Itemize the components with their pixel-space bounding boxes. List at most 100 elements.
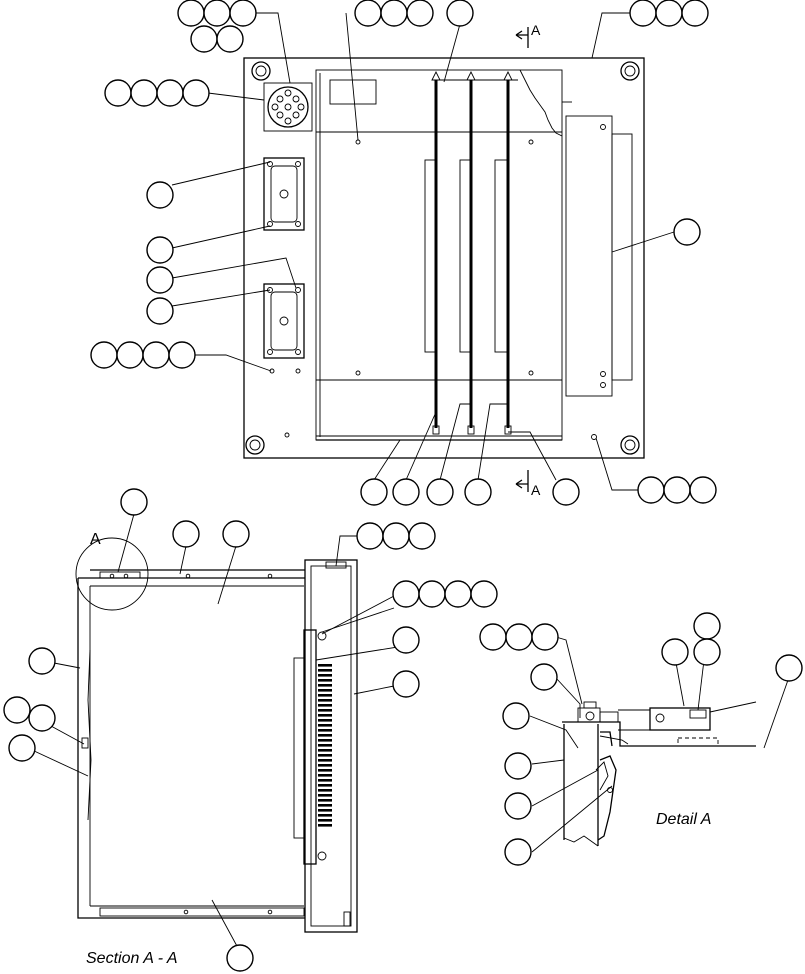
callout-balloon [146,266,174,294]
heat-sink-fin [318,799,332,802]
callout-balloon [681,0,709,27]
callout-balloon [406,0,434,27]
callout-balloon [190,25,218,53]
side-rail [565,115,633,397]
callout-balloon [28,647,56,675]
callout-balloon [116,341,144,369]
callout-balloon [216,25,244,53]
heat-sink-fin [318,779,332,782]
callout-balloon [3,696,31,724]
callout-balloon [504,792,532,820]
callout-balloon [203,0,231,27]
callout-balloon [504,752,532,780]
detail-circle [75,537,149,611]
panel-outline [243,57,645,459]
callout-balloon [222,520,250,548]
callout-balloon [142,341,170,369]
heat-sink-fin [318,714,332,717]
callout-balloon [90,341,118,369]
callout-balloon [28,704,56,732]
section-title: Section A - A [86,950,178,967]
callout-balloon [470,580,498,608]
small-holes [269,139,597,440]
callout-balloon [392,478,420,506]
rods [431,70,518,435]
heat-sink-fin [318,814,332,817]
callout-balloon [505,623,533,651]
callout-balloon [354,0,382,27]
svg-text:A: A [90,531,101,548]
heat-sink-fin [318,784,332,787]
heat-sink-fins [318,664,332,827]
callout-balloon [655,0,683,27]
top-view: A A [171,12,675,498]
callout-balloon [502,702,530,730]
heat-sink-fin [318,774,332,777]
callout-balloon [663,476,691,504]
rect-connector-lower [263,283,305,359]
heat-sink-fin [318,674,332,677]
detail-title: Detail A [656,811,711,828]
callout-balloon [637,476,665,504]
heat-sink-fin [318,694,332,697]
callout-balloon [629,0,657,27]
callout-balloon [104,79,132,107]
callout-balloon [444,580,472,608]
callout-balloon [146,181,174,209]
callout-balloon [177,0,205,27]
callout-balloon [426,478,454,506]
heat-sink-fin [318,759,332,762]
callout-balloon [661,638,689,666]
callout-balloon [446,0,474,27]
leader-lines-section [31,513,405,949]
heat-sink-fin [318,739,332,742]
heat-sink-fin [318,809,332,812]
heat-sink-fin [318,824,332,827]
callout-balloon [172,520,200,548]
callout-balloon [146,236,174,264]
section-a-a: A Section A - A [31,513,405,967]
svg-text:A: A [531,482,541,498]
svg-text:A: A [531,22,541,38]
callout-balloon [8,734,36,762]
heat-sink-fin [318,764,332,767]
heat-sink-fin [318,724,332,727]
heat-sink-fin [318,789,332,792]
heat-sink-fin [318,679,332,682]
callout-balloon [168,341,196,369]
callout-balloon [530,663,558,691]
callout-balloon [229,0,257,27]
callout-balloon [392,626,420,654]
callout-balloon [693,638,721,666]
heat-sink-fin [318,754,332,757]
rect-connector-upper [263,157,305,231]
callout-balloon [146,297,174,325]
section-marker-top: A [515,22,541,48]
callout-balloon [479,623,507,651]
heat-sink-fin [318,699,332,702]
callout-balloon [504,838,532,866]
callout-balloon [418,580,446,608]
callout-balloon [156,79,184,107]
heat-sink-fin [318,684,332,687]
board-3 [494,159,508,353]
callout-balloon [693,612,721,640]
callout-balloon [531,623,559,651]
callout-balloon [464,478,492,506]
callout-balloon [130,79,158,107]
mounting-holes [245,61,640,455]
section-marker-bottom: A [515,470,541,498]
heat-sink-fin [318,709,332,712]
heat-sink-fin [318,804,332,807]
callout-balloon [673,218,701,246]
heat-sink-fin [318,794,332,797]
enclosure-side [77,578,305,919]
callout-balloon [360,478,388,506]
callout-balloon [120,488,148,516]
heat-sink-fin [318,704,332,707]
callout-balloons [3,0,803,972]
callout-balloon [552,478,580,506]
callout-balloon [408,522,436,550]
callout-balloon [226,944,254,972]
